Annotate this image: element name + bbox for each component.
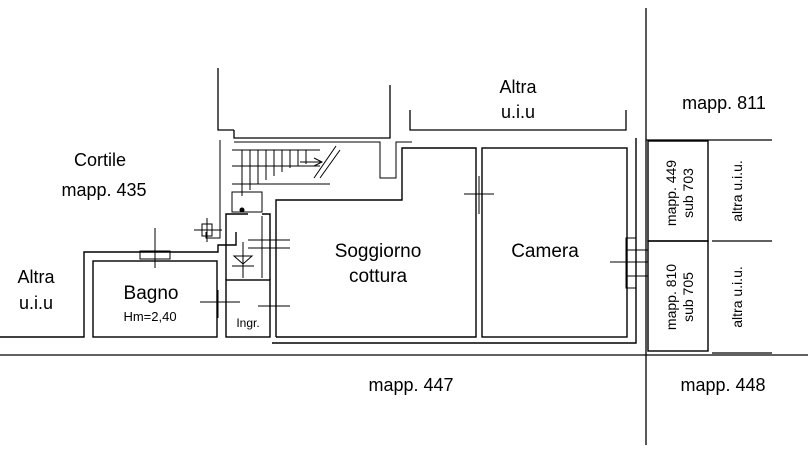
window-camera (625, 237, 637, 289)
sub-705-label: sub 705 (680, 272, 696, 322)
stair-top (234, 141, 412, 179)
bagno-label: Bagno (124, 283, 179, 304)
camera-label: Camera (511, 241, 579, 262)
mapp-435-label: mapp. 435 (61, 180, 146, 200)
hm-label: Hm=2,40 (123, 309, 176, 324)
stair-inner-block (231, 191, 263, 213)
soggiorno-label: Soggiorno (335, 241, 422, 262)
property-boundaries (0, 8, 808, 445)
wall-altra-top (409, 110, 627, 131)
staircase (205, 140, 412, 239)
unit-outer-right (272, 138, 637, 344)
stair-arrow-head (313, 157, 324, 167)
altra-left-label: Altra (17, 267, 55, 287)
labels: Altra u.i.u mapp. 811 Cortile mapp. 435 … (17, 77, 765, 395)
sub-703-label: sub 703 (680, 168, 696, 218)
altra-top-label: Altra (499, 77, 537, 97)
mapp-449-label: mapp. 449 (663, 160, 679, 226)
stair-cut (319, 149, 341, 179)
mapp-811-label: mapp. 811 (682, 93, 766, 113)
upper-walls (217, 68, 627, 139)
altra-uiu-2-label: altra u.i.u. (729, 266, 745, 327)
cortile-label: Cortile (74, 150, 126, 170)
altra-uiu-1-label: altra u.i.u. (729, 160, 745, 221)
wall-top-mid (233, 85, 391, 139)
ingr-label: Ingr. (236, 316, 259, 330)
openings (139, 176, 648, 320)
stair-cut (313, 145, 337, 179)
mapp-448-label: mapp. 448 (680, 375, 765, 395)
uiu-left-label: u.i.u (19, 293, 53, 313)
stair-dot (239, 207, 245, 213)
rooms (0, 138, 709, 352)
uiu-top-label: u.i.u (501, 102, 535, 122)
landing-triangle (232, 255, 254, 265)
room-camera (481, 147, 628, 338)
mapp-447-label: mapp. 447 (368, 375, 453, 395)
wall-top-left (217, 68, 234, 131)
mapp-810-label: mapp. 810 (663, 264, 679, 330)
unit-outer-left (0, 232, 237, 338)
mapp-810-box (647, 240, 709, 352)
room-soggiorno (275, 147, 477, 338)
cottura-label: cottura (349, 266, 408, 287)
stair-outer (205, 140, 221, 239)
corridor-wall (262, 213, 271, 280)
corridor-wall (225, 213, 248, 280)
